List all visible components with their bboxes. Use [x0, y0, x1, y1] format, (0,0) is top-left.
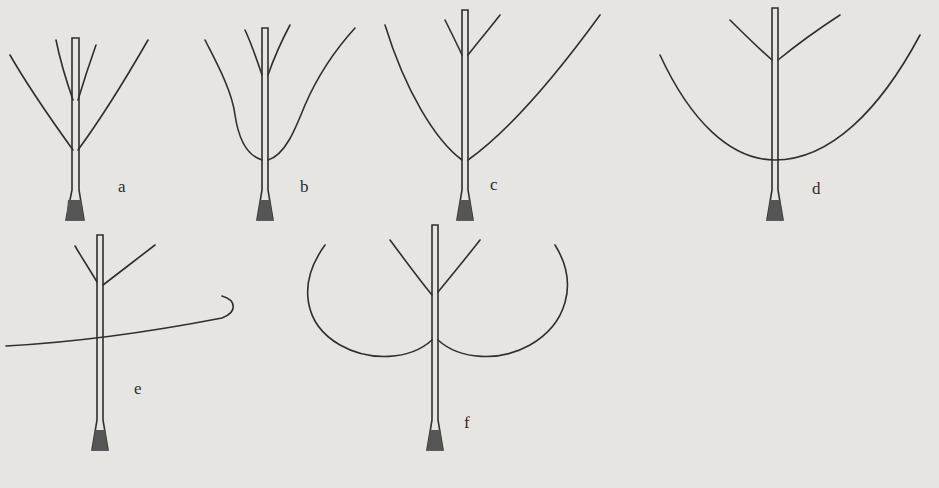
tree-c: [385, 10, 600, 220]
tree-f: [308, 225, 568, 450]
tree-d: [660, 8, 920, 220]
figure-letter: b: [300, 178, 309, 195]
tree-a: [10, 38, 148, 220]
tree-e: [6, 235, 233, 450]
figure-letter: d: [812, 180, 821, 197]
figure-letter: f: [464, 414, 470, 431]
figure-letter: e: [134, 380, 142, 397]
figure-letter: c: [490, 176, 498, 193]
tree-b: [205, 25, 355, 220]
figure-letter: a: [118, 178, 126, 195]
